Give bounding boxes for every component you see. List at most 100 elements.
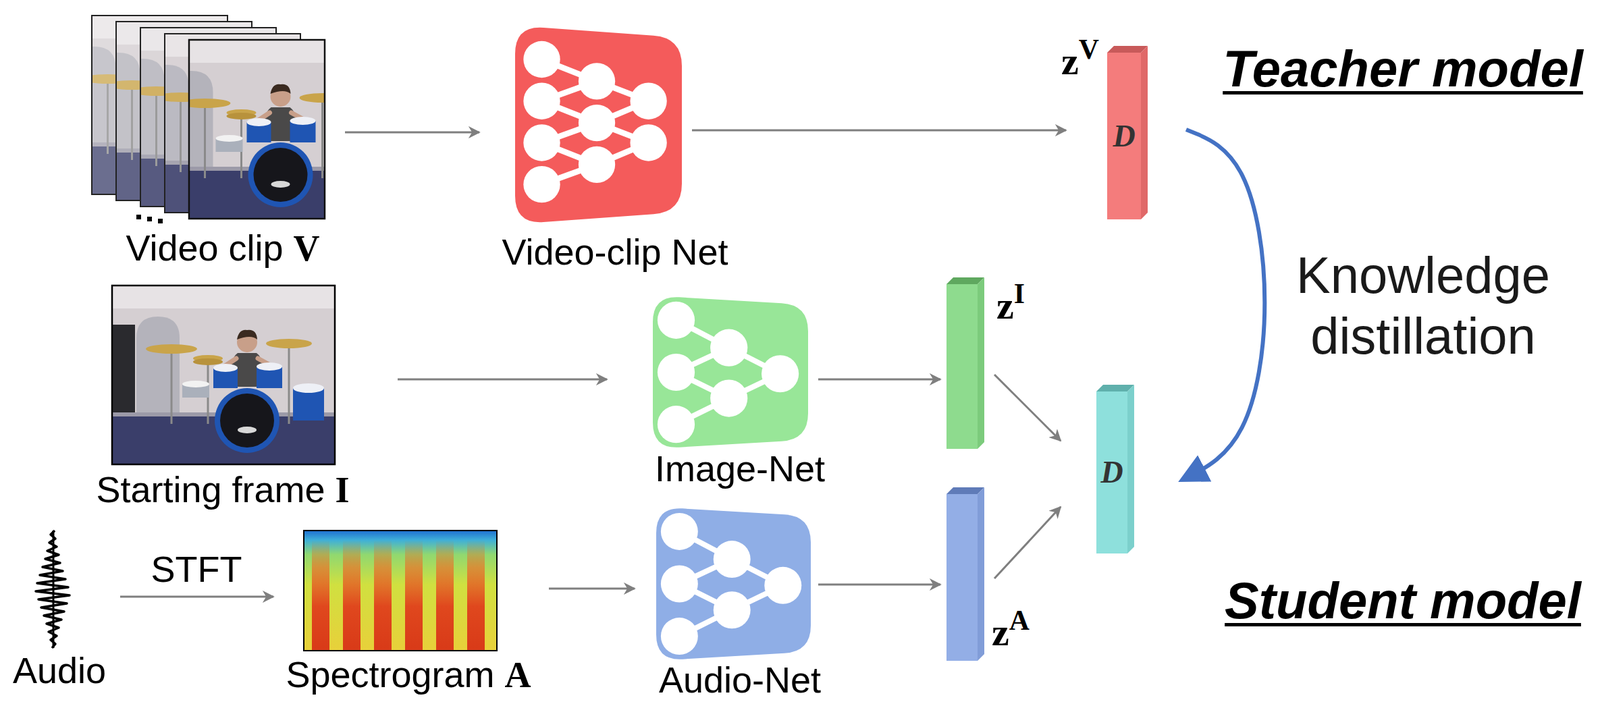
network-neuron (657, 405, 695, 443)
edge-label: Knowledge distillation (1274, 245, 1572, 366)
superscript: V (1078, 33, 1100, 65)
vector-symbol: z (1061, 39, 1079, 84)
vector-symbol: z (991, 610, 1010, 655)
spectrogram-image (436, 540, 454, 651)
audio-waveform (35, 530, 70, 649)
caption: Video-clip Net (501, 230, 728, 273)
network-shape (652, 295, 809, 449)
caption: Image-Net (654, 447, 825, 490)
connectors (120, 129, 1265, 597)
vector-bar (946, 277, 985, 449)
caption-part: Starting frame (95, 469, 335, 510)
flow-arrow (818, 583, 941, 586)
network-outline (656, 508, 811, 660)
bar-side (1140, 45, 1148, 220)
flow-arrow (691, 129, 1066, 132)
spectrogram-image (303, 530, 497, 651)
audio-waveform (35, 530, 70, 649)
bar-side (977, 277, 985, 449)
spectrogram-image (374, 540, 392, 651)
caption: Spectrogram A (285, 653, 531, 697)
flow-arrow (818, 378, 941, 381)
superscript: A (1009, 604, 1030, 636)
bar-front (1107, 52, 1141, 220)
network-neuron (578, 104, 616, 142)
network-neuron (523, 124, 560, 161)
spectrogram-image (467, 540, 485, 651)
symbol-letter: V (293, 228, 320, 269)
flow-arrow (397, 378, 607, 381)
model-heading: Teacher model (1222, 39, 1584, 98)
vector-label: zA (991, 610, 1030, 656)
video-frame-stack (145, 39, 369, 219)
starting-frame-image (112, 285, 335, 465)
network-neuron (629, 124, 667, 161)
network-neuron (578, 146, 616, 183)
starting-frame-image (112, 285, 335, 465)
caption-part: Spectrogram (285, 654, 505, 695)
video-frame-stack (48, 15, 369, 219)
network-block: Video-clip Net (515, 25, 682, 225)
bar-side (1127, 384, 1135, 554)
network-block: Audio-Net (656, 507, 811, 661)
network-neuron (710, 379, 748, 417)
flow-arrow (994, 507, 1061, 579)
ellipsis-dots (147, 216, 152, 222)
network-neuron (660, 513, 699, 551)
dimension-label: D (1100, 455, 1123, 491)
vector-label: zV (1061, 39, 1100, 85)
flow-arrow (344, 131, 480, 134)
spectrogram: Spectrogram A (303, 530, 497, 651)
ellipsis-dots (136, 214, 142, 220)
video-frame-stack (189, 39, 325, 219)
network-neuron (710, 329, 748, 367)
bar-front (1096, 391, 1128, 554)
edge-label: STFT (151, 548, 243, 591)
network-shape (656, 507, 811, 661)
network-neuron (713, 591, 751, 629)
symbol-letter: I (335, 469, 350, 511)
network-neuron (713, 540, 751, 578)
bar-front (946, 494, 978, 661)
network-neuron (764, 567, 802, 605)
network-neuron (657, 301, 695, 339)
caption: Starting frame I (95, 468, 350, 512)
feature-vector: zVD (1107, 45, 1148, 220)
network-outline (652, 297, 809, 448)
vector-bar (946, 487, 985, 661)
caption: Audio-Net (658, 658, 821, 701)
video-clip-frames: Video clip V (91, 15, 325, 220)
bar-top (1107, 45, 1148, 53)
vector-label: zI (996, 283, 1025, 329)
feature-vector: zA (946, 487, 985, 661)
network-block: Image-Net (652, 295, 809, 449)
distillation-arrow (1183, 129, 1265, 480)
bar-side (977, 487, 985, 661)
network-neuron (657, 353, 695, 391)
vector-symbol: z (996, 283, 1015, 328)
model-heading: Student model (1224, 571, 1582, 630)
symbol-letter: A (504, 654, 532, 696)
network-neuron (660, 617, 699, 655)
caption: Audio (12, 649, 106, 692)
flow-arrow (548, 588, 635, 591)
feature-vector: D (1096, 384, 1135, 554)
network-neuron (523, 166, 560, 203)
ellipsis-dots (136, 214, 163, 224)
bar-front (946, 284, 978, 449)
caption-part: Video clip (125, 227, 293, 269)
network-neuron (660, 565, 699, 603)
network-neuron (523, 41, 560, 78)
network-neuron (578, 62, 616, 100)
network-neuron (523, 83, 560, 120)
starting-frame: Starting frame I (112, 285, 335, 465)
feature-vector: zI (946, 277, 985, 449)
audio-waveform: Audio (30, 530, 77, 649)
network-outline (515, 27, 682, 223)
network-neuron (629, 83, 667, 120)
dimension-label: D (1112, 118, 1135, 154)
ellipsis-dots (157, 218, 163, 224)
network-neuron (761, 355, 799, 393)
spectrogram-image (342, 540, 361, 651)
